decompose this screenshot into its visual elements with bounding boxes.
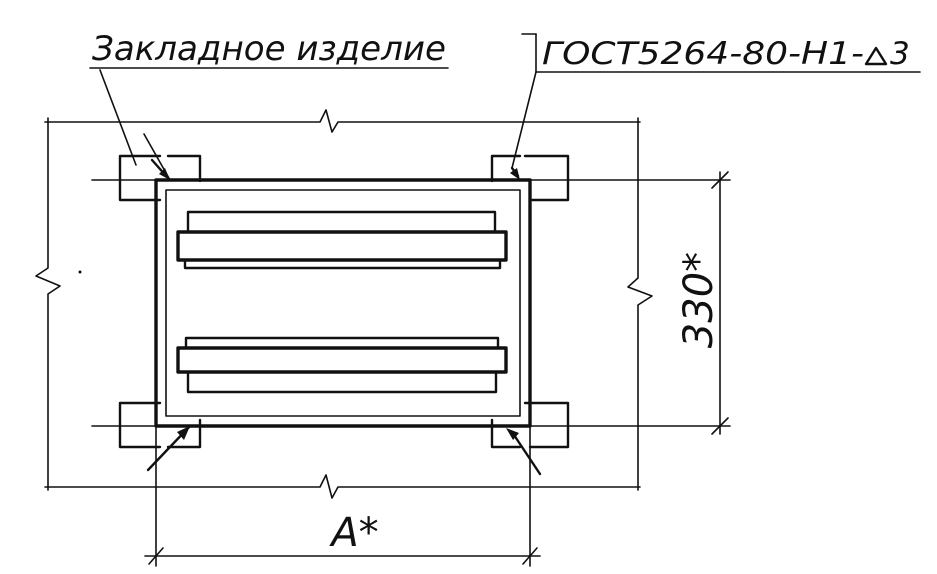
height-dimension <box>711 171 729 435</box>
upper-bar <box>176 210 508 270</box>
weld-arrow-bottom-right <box>506 428 542 476</box>
embedded-plate-bottom-right <box>490 401 570 449</box>
embedded-part-label: Закладное изделие <box>92 29 446 69</box>
weld-designation-label: ГОСТ5264-80-Н1- <box>542 36 864 72</box>
weld-arrow-top-left <box>150 158 170 180</box>
width-dimension <box>144 419 541 567</box>
lower-bar <box>176 336 508 394</box>
weld-leader <box>143 33 921 181</box>
weld-leg-label: 3 <box>890 36 910 72</box>
embedded-plate-top-right <box>490 154 570 202</box>
fillet-weld-triangle-icon <box>864 46 888 66</box>
weld-arrow-top-right <box>510 166 520 180</box>
weld-arrow-bottom-left <box>146 424 192 472</box>
height-dimension-label: 330* <box>676 252 722 348</box>
width-dimension-label: A* <box>328 510 378 556</box>
opening-outline <box>35 109 653 499</box>
stray-dot <box>78 270 82 274</box>
steel-frame <box>154 178 532 428</box>
embedded-plate-top-left <box>118 154 202 202</box>
embedded-part-leader <box>89 67 449 166</box>
plate-center-lines <box>91 179 731 427</box>
embedded-plate-bottom-left <box>118 401 202 449</box>
